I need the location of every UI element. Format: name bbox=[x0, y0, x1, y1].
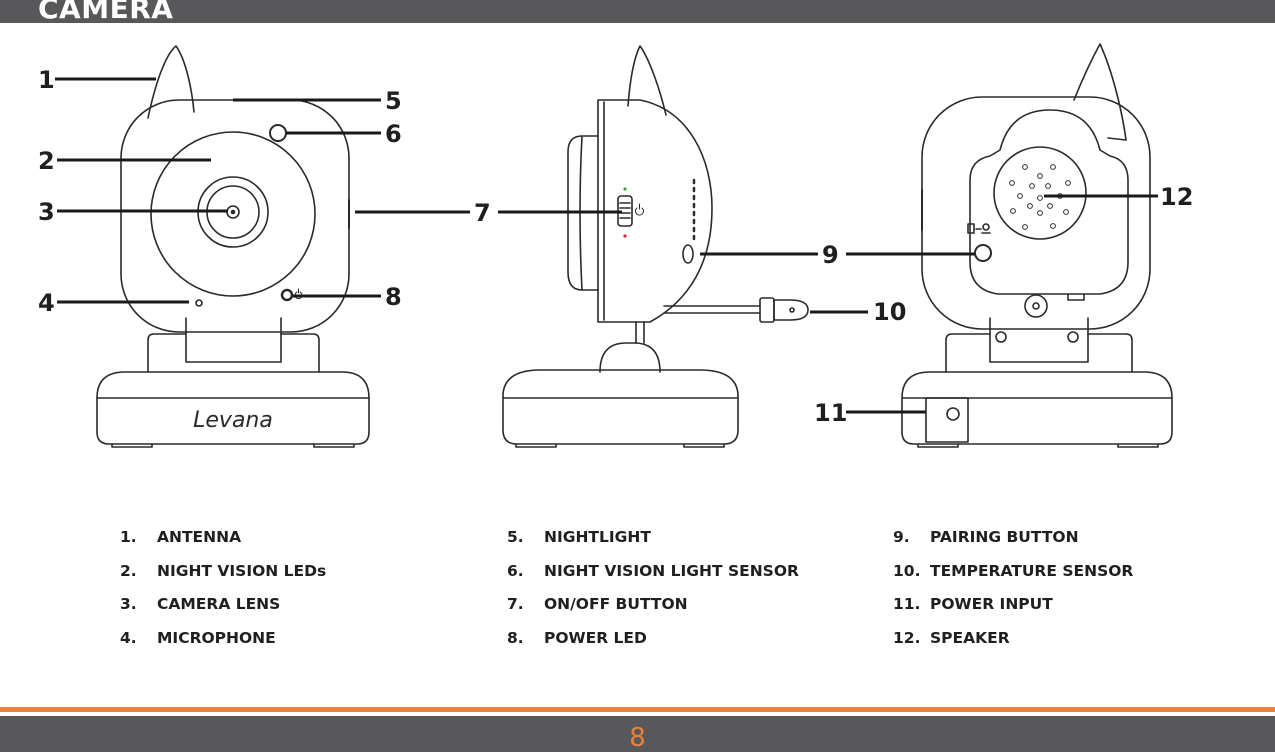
camera-face bbox=[150, 131, 316, 297]
camera-head-side bbox=[597, 99, 713, 323]
legend-column-2: 5.NIGHTLIGHT 6.NIGHT VISION LIGHT SENSOR… bbox=[507, 527, 799, 661]
power-input bbox=[925, 397, 969, 443]
callout-8: 8 bbox=[385, 283, 402, 311]
callout-9: 9 bbox=[822, 241, 839, 269]
page-number: 8 bbox=[629, 723, 646, 753]
back-view bbox=[901, 43, 1173, 448]
legend-item: 7.ON/OFF BUTTON bbox=[507, 595, 688, 613]
callout-lines bbox=[55, 77, 1158, 414]
legend-item: 1.ANTENNA bbox=[120, 528, 242, 546]
page-title: CAMERA bbox=[38, 0, 174, 23]
legend-item: 3.CAMERA LENS bbox=[120, 595, 281, 613]
callout-6: 6 bbox=[385, 120, 402, 148]
brand-logo: Levana bbox=[193, 408, 273, 433]
legend-item: 11.POWER INPUT bbox=[893, 595, 1053, 613]
legend-item: 9.PAIRING BUTTON bbox=[893, 528, 1079, 546]
callout-7: 7 bbox=[474, 199, 491, 227]
callout-11: 11 bbox=[814, 399, 847, 427]
legend-item: 10.TEMPERATURE SENSOR bbox=[893, 561, 1134, 580]
footer-accent-line bbox=[0, 707, 1275, 712]
callout-1: 1 bbox=[38, 66, 55, 94]
callout-2: 2 bbox=[38, 147, 55, 175]
antenna-front bbox=[147, 45, 195, 119]
callout-5: 5 bbox=[385, 87, 402, 115]
power-led bbox=[280, 288, 294, 302]
legend-item: 2.NIGHT VISION LEDs bbox=[120, 561, 327, 580]
legend-column-3: 9.PAIRING BUTTON 10.TEMPERATURE SENSOR 1… bbox=[893, 527, 1133, 661]
antenna-side bbox=[627, 45, 667, 116]
callout-3: 3 bbox=[38, 198, 55, 226]
light-sensor bbox=[269, 124, 287, 142]
legend-item: 5.NIGHTLIGHT bbox=[507, 528, 651, 546]
microphone-hole bbox=[195, 299, 203, 307]
legend-item: 8.POWER LED bbox=[507, 628, 647, 647]
callout-10: 10 bbox=[873, 298, 906, 326]
pairing-button-back bbox=[974, 244, 992, 262]
legend-item: 6.NIGHT VISION LIGHT SENSOR bbox=[507, 561, 799, 580]
callout-4: 4 bbox=[38, 289, 55, 317]
camera-neck-front bbox=[185, 317, 282, 363]
legend-column-1: 1.ANTENNA 2.NIGHT VISION LEDs 3.CAMERA L… bbox=[120, 527, 326, 661]
temperature-sensor bbox=[759, 297, 775, 323]
header-bar: CAMERA bbox=[0, 0, 1275, 23]
pairing-button-side bbox=[682, 244, 694, 264]
antenna-back bbox=[1073, 43, 1127, 141]
legend-item: 4.MICROPHONE bbox=[120, 628, 276, 647]
side-view bbox=[502, 45, 809, 448]
camera-diagram: Levana bbox=[38, 43, 1193, 448]
speaker-grill bbox=[993, 146, 1087, 240]
temperature-cable bbox=[663, 305, 761, 314]
front-view bbox=[96, 45, 370, 448]
camera-base-side bbox=[502, 369, 739, 445]
camera-base-back bbox=[901, 371, 1173, 445]
legend-item: 12.SPEAKER bbox=[893, 628, 1010, 647]
speaker-holes bbox=[1009, 164, 1071, 230]
footer-bar bbox=[0, 716, 1275, 752]
callout-numbers: 1 2 3 4 5 6 7 8 9 10 11 12 bbox=[38, 66, 1193, 427]
callout-12: 12 bbox=[1160, 183, 1193, 211]
camera-base-front bbox=[96, 371, 370, 445]
